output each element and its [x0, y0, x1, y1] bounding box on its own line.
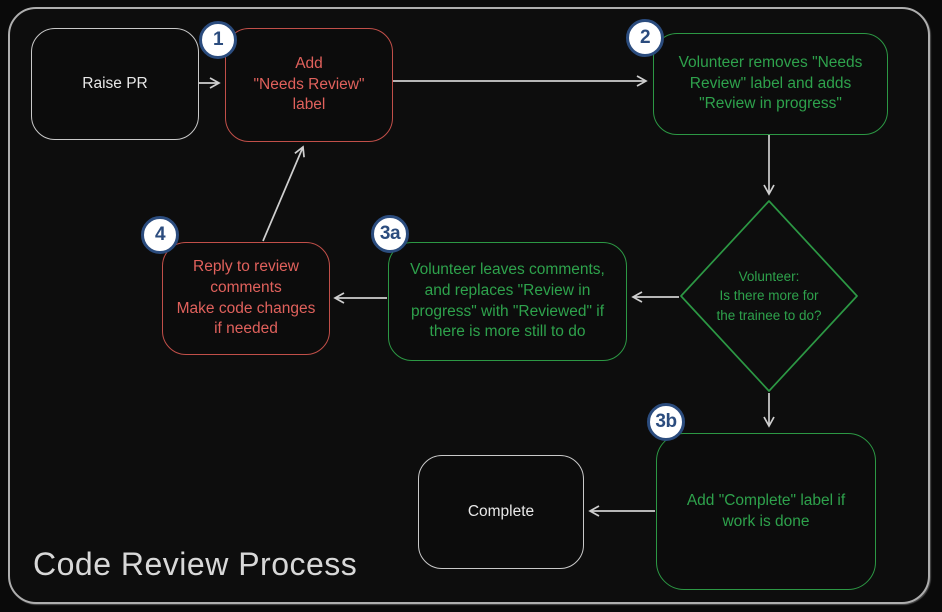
diagram-title: Code Review Process: [33, 546, 358, 582]
step1-badge: 1: [199, 21, 237, 59]
step3b-badge: 3b: [647, 403, 685, 441]
decision-node-label: Volunteer: Is there more for the trainee…: [716, 268, 822, 323]
step2-badge: 2: [626, 19, 664, 57]
step2-node: Volunteer removes "Needs Review" label a…: [653, 33, 888, 135]
step4-badge: 4: [141, 216, 179, 254]
step3b-node: Add "Complete" label if work is done: [656, 433, 876, 590]
step4-node: Reply to review comments Make code chang…: [162, 242, 330, 355]
step1-node: Add "Needs Review" label: [225, 28, 393, 142]
complete-node: Complete: [418, 455, 584, 569]
step3a-node: Volunteer leaves comments, and replaces …: [388, 242, 627, 361]
step3a-badge: 3a: [371, 215, 409, 253]
raise-pr-node: Raise PR: [31, 28, 199, 140]
